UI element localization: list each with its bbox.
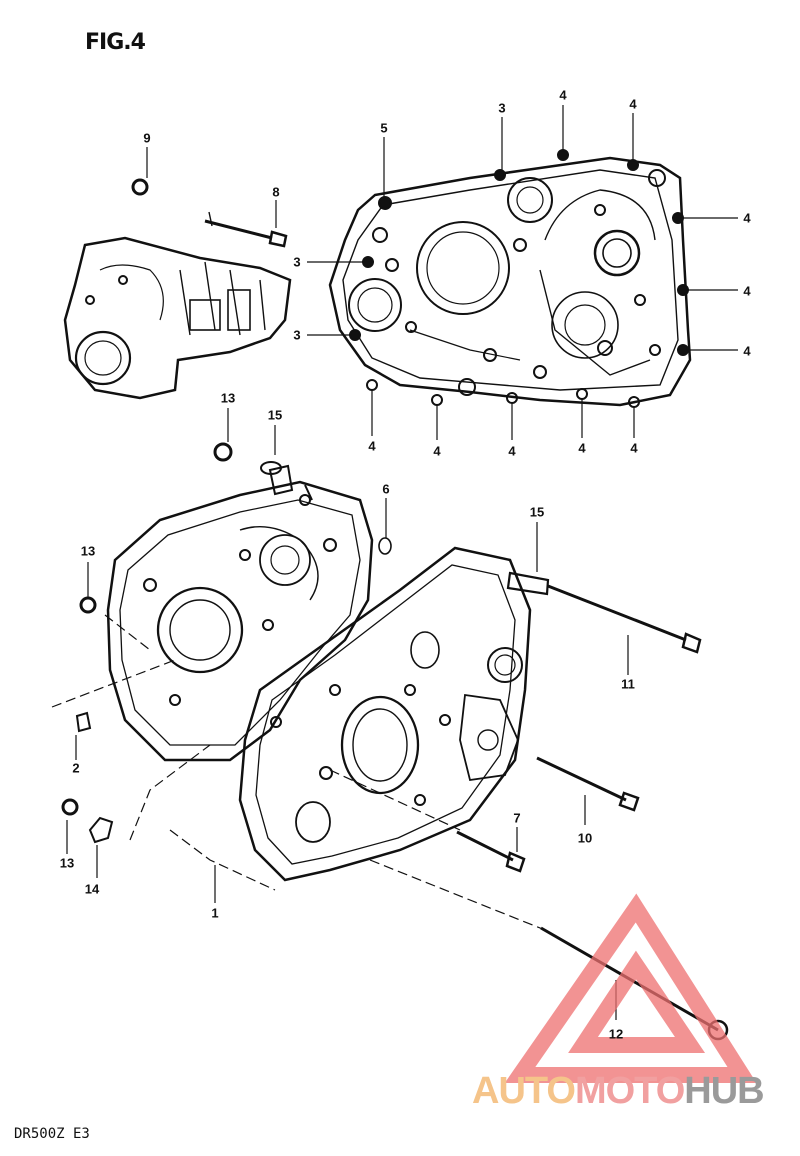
callout-3: 3	[293, 254, 301, 270]
upper-part-drawing	[63, 178, 292, 400]
callout-15: 15	[267, 407, 283, 423]
watermark-auto: AUTO	[472, 1070, 576, 1112]
callout-10: 10	[577, 830, 593, 846]
callout-4: 4	[743, 343, 751, 359]
callout-1: 1	[211, 905, 219, 921]
callout-2: 2	[72, 760, 80, 776]
callout-14: 14	[84, 881, 100, 897]
callout-4: 4	[630, 440, 638, 456]
watermark-logo	[504, 893, 757, 1083]
crankcase-cover-drawing	[328, 149, 692, 408]
callout-9: 9	[143, 130, 151, 146]
callout-3: 3	[498, 100, 506, 116]
figure-title: FIG.4	[85, 30, 146, 55]
callout-4: 4	[743, 283, 751, 299]
callout-4: 4	[578, 440, 586, 456]
left-case-drawing	[106, 442, 392, 762]
callout-8: 8	[272, 184, 280, 200]
watermark-moto: MOTO	[574, 1070, 685, 1112]
watermark-hub: HUB	[684, 1070, 764, 1112]
callout-11: 11	[621, 676, 635, 692]
reference-lines	[51, 614, 546, 931]
watermark-text: AUTOMOTOHUB	[472, 1070, 765, 1112]
callout-15: 15	[529, 504, 545, 520]
callout-4: 4	[559, 87, 567, 103]
callout-13: 13	[220, 390, 236, 406]
callout-5: 5	[380, 120, 388, 136]
model-code: DR500Z E3	[14, 1126, 90, 1142]
callout-13: 13	[59, 855, 75, 871]
callout-13: 13	[80, 543, 96, 559]
callout-4: 4	[743, 210, 751, 226]
callout-4: 4	[368, 438, 376, 454]
callout-4: 4	[508, 443, 516, 459]
callout-6: 6	[382, 481, 390, 497]
callout-4: 4	[629, 96, 637, 112]
callout-12: 12	[608, 1026, 624, 1042]
callout-4: 4	[433, 443, 441, 459]
right-case-drawing	[238, 546, 550, 882]
callout-3: 3	[293, 327, 301, 343]
callout-7: 7	[513, 810, 521, 826]
